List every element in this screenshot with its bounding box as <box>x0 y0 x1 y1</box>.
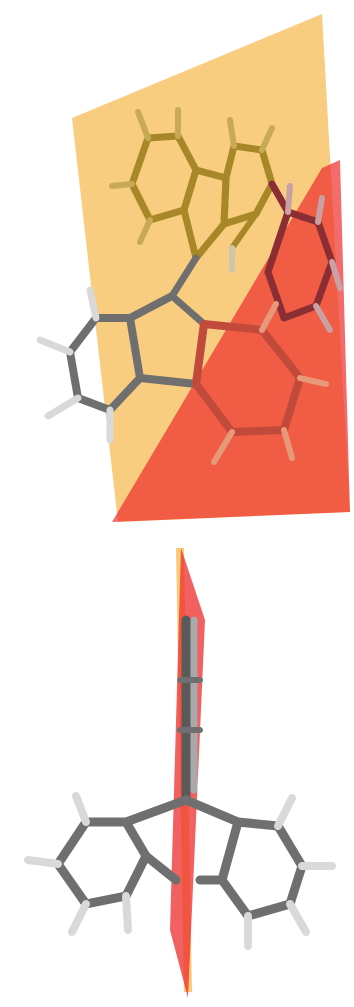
panel-bottom-edge-view <box>24 548 336 998</box>
bond-gray <box>66 348 82 402</box>
bond-gold <box>220 174 230 228</box>
bond-maroon <box>268 180 292 216</box>
bond-gray <box>136 374 200 388</box>
bond-under-red <box>280 374 304 434</box>
bond-gray <box>181 795 243 827</box>
bond-gold <box>258 146 276 188</box>
bond-under-red <box>258 326 304 382</box>
bond-gray <box>243 899 295 921</box>
molecule-top <box>36 107 343 465</box>
bond-gold <box>229 211 259 251</box>
bond-under-red <box>200 320 266 334</box>
bond-gold <box>180 206 200 262</box>
bond-maroon <box>312 258 336 310</box>
bond-gold <box>128 134 152 188</box>
bond-gold <box>220 210 260 228</box>
hydrogen-bond-stub <box>285 183 293 215</box>
bond-gold <box>144 132 182 142</box>
hydrogen-bond-stub <box>211 429 235 465</box>
hydrogen-bond-stub <box>68 900 90 936</box>
bond-gold <box>230 142 266 154</box>
bond-gray <box>126 292 176 322</box>
bond-gray <box>74 394 114 414</box>
bond-gold <box>174 132 200 174</box>
bond-gray <box>168 292 208 328</box>
bond-gold <box>252 180 276 218</box>
panel-top-oblique-view <box>36 14 350 522</box>
hydrogen-bond-stub <box>274 794 296 830</box>
bond-gray <box>106 374 144 414</box>
hydrogen-bond-stub <box>36 336 74 356</box>
bond-maroon <box>280 302 320 322</box>
bond-gold <box>128 180 154 224</box>
plane-red-top <box>112 160 350 522</box>
hydrogen-bond-stub <box>137 217 153 245</box>
molecule-bottom <box>24 615 336 950</box>
hydrogen-bond-stub <box>259 301 279 333</box>
bond-gray <box>121 851 151 901</box>
bond-maroon <box>314 218 336 266</box>
hydrogen-bond-stub <box>286 900 310 936</box>
bond-gray <box>285 861 307 909</box>
bond-gold <box>192 220 228 262</box>
hydrogen-bond-stub <box>259 125 275 153</box>
bond-gray <box>81 891 131 909</box>
hydrogen-bond-stub <box>109 181 135 189</box>
bond-gold <box>192 166 230 182</box>
bond-gray <box>121 795 191 827</box>
bond-under-red <box>228 426 288 436</box>
bond-gold <box>222 142 238 182</box>
bond-gray <box>126 314 144 382</box>
bond-gray <box>217 875 253 921</box>
bond-gray <box>53 817 91 869</box>
hydrogen-bond-stub <box>44 394 82 420</box>
bond-maroon <box>284 208 322 226</box>
hydrogen-bond-stub <box>313 303 333 333</box>
bond-gold <box>180 166 200 214</box>
hydrogen-bond-stub <box>24 856 62 868</box>
hydrogen-bond-stub <box>86 286 100 322</box>
bond-gray <box>217 817 243 885</box>
hydrogen-bond-stub <box>315 195 325 225</box>
bond-gray <box>168 254 200 300</box>
hydrogen-bond-stub <box>122 892 132 934</box>
bond-gray <box>141 851 181 885</box>
hydrogen-bond-stub <box>135 109 151 141</box>
bond-gray <box>66 314 100 356</box>
bond-maroon <box>264 208 292 276</box>
bond-under-red <box>192 380 236 436</box>
bond-gray <box>53 859 91 909</box>
hydrogen-bond-stub <box>297 375 329 387</box>
bond-gray <box>121 817 151 861</box>
bond-gray <box>233 817 283 831</box>
hydrogen-bond-stub <box>281 427 295 461</box>
hydrogen-bond-stub <box>227 117 237 149</box>
hydrogen-bond-stub <box>72 792 90 826</box>
bond-under-red <box>192 320 208 388</box>
bond-gold <box>146 206 188 224</box>
bond-maroon <box>264 268 288 322</box>
bond-gray <box>273 821 307 871</box>
hydrogen-bond-stub <box>329 259 343 291</box>
